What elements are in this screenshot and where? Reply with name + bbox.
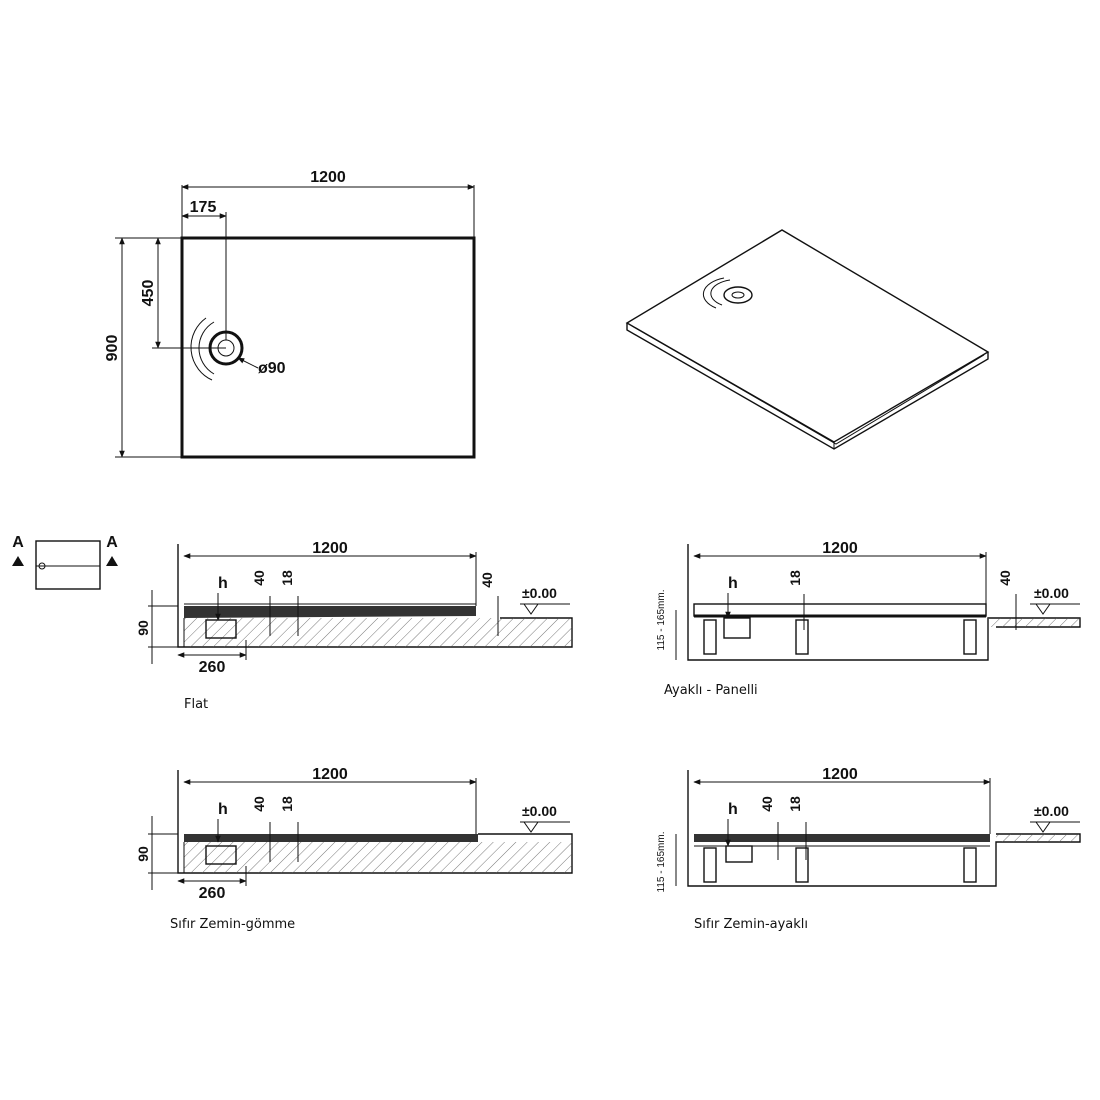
gomme-h-label: h [218,801,228,818]
flat-length-dim: 1200 [312,540,348,557]
drain-offset-x-dim: 175 [190,199,217,216]
drain-diameter-dim: ø90 [258,360,286,377]
section-label-right: A [106,534,118,551]
section-flat: 1200 h 40 18 40 ±0.00 90 260 Flat [135,540,573,712]
panelli-40-end-dim: 40 [997,570,1013,586]
leg-icon [963,619,977,655]
drain-body [205,619,237,639]
zemin-ayakli-18-dim: 18 [787,796,803,812]
flat-h-label: h [218,575,228,592]
isometric-view [625,229,990,450]
gomme-40-dim: 40 [251,796,267,812]
width-dim: 1200 [310,169,346,186]
leg-icon [795,847,809,883]
gomme-level: ±0.00 [522,803,557,819]
section-gomme: 1200 h 40 18 ±0.00 90 260 Sıfır Zemin-gö… [135,766,573,932]
gomme-depth-dim: 90 [135,846,151,862]
flat-40-end-dim: 40 [479,572,495,588]
panelli-tray [693,603,987,617]
gomme-caption: Sıfır Zemin-gömme [170,917,295,932]
panelli-length-dim: 1200 [822,540,858,557]
gomme-18-dim: 18 [279,796,295,812]
zemin-ayakli-length-dim: 1200 [822,766,858,783]
section-panelli: 1200 h 18 40 ±0.00 115 - 165mm. Ayaklı -… [656,540,1081,698]
leg-icon [703,619,717,655]
flat-depth-dim: 90 [135,620,151,636]
flat-drain-len-dim: 260 [199,659,226,676]
drain-icon [208,330,244,366]
zemin-ayakli-40-dim: 40 [759,796,775,812]
flat-level: ±0.00 [522,585,557,601]
panelli-h-label: h [728,575,738,592]
depth-dim: 900 [104,335,121,362]
zemin-ayakli-caption: Sıfır Zemin-ayaklı [694,917,808,932]
top-view: 1200 175 900 450 ø90 [104,169,476,459]
panelli-caption: Ayaklı - Panelli [664,683,758,698]
section-zemin-ayakli: 1200 h 40 18 ±0.00 115 - 165mm. Sıfır Ze… [656,766,1081,932]
flat-caption: Flat [184,697,208,712]
leg-icon [703,847,717,883]
section-arrow-right-icon [106,556,118,566]
section-arrow-left-icon [12,556,24,566]
section-marker: A A [12,534,118,590]
flat-40-dim: 40 [251,570,267,586]
zemin-ayakli-h-label: h [728,801,738,818]
gomme-length-dim: 1200 [312,766,348,783]
panelli-leg-range: 115 - 165mm. [656,590,667,651]
drain-iso-icon [723,286,753,304]
leg-icon [963,847,977,883]
gomme-drain-len-dim: 260 [199,885,226,902]
drain-offset-y-dim: 450 [140,280,157,307]
panelli-level: ±0.00 [1034,585,1069,601]
zemin-ayakli-level: ±0.00 [1034,803,1069,819]
panelli-18-dim: 18 [787,570,803,586]
zemin-ayakli-tray [694,834,990,842]
flat-18-dim: 18 [279,570,295,586]
leg-icon [795,619,809,655]
section-label-left: A [12,534,24,551]
tray-top-face [625,229,990,443]
drain-body [205,845,237,865]
zemin-ayakli-leg-range: 115 - 165mm. [656,832,667,893]
